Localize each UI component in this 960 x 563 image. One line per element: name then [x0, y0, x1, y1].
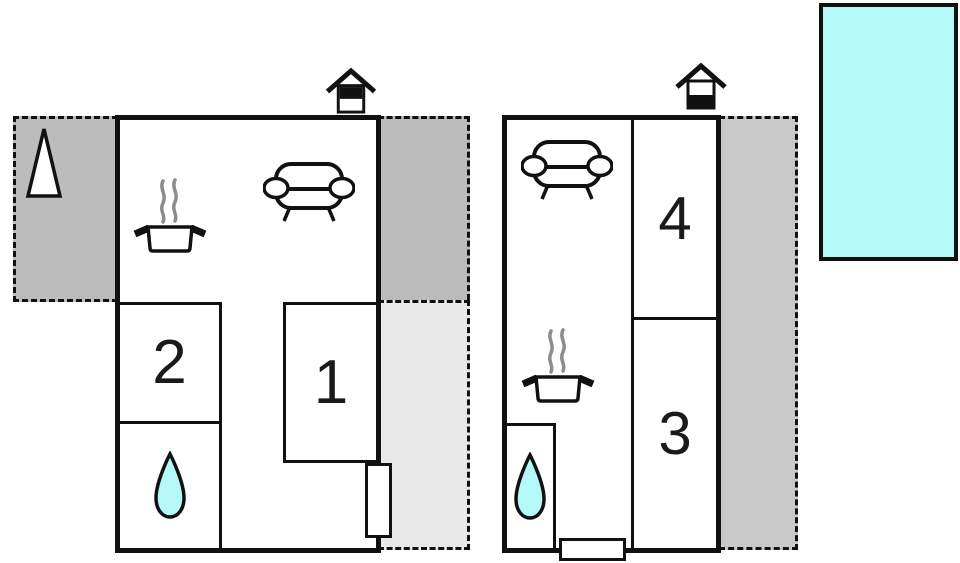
room-3: 3 [634, 320, 716, 548]
sofa-icon [521, 139, 613, 201]
water-drop-icon [511, 452, 549, 522]
patio-right-area [719, 116, 798, 550]
chimney-icon [675, 61, 727, 113]
door-left-building [365, 463, 392, 538]
door-right-building [559, 538, 626, 561]
cooking-pot-icon [521, 326, 595, 404]
room-1: 1 [283, 302, 376, 463]
cooking-pot-icon [133, 176, 207, 254]
bedroom-column: 4 3 [631, 120, 716, 548]
bathroom-right [507, 423, 556, 548]
room-2: 2 [120, 302, 222, 424]
room-4-label: 4 [658, 184, 692, 252]
terrace-area [13, 116, 118, 302]
chimney-icon [325, 67, 377, 116]
swimming-pool [819, 3, 958, 261]
tree-icon [25, 127, 63, 199]
sofa-icon [263, 161, 355, 223]
right-building: 4 3 [502, 115, 721, 553]
water-drop-icon [151, 451, 189, 521]
patio-upper-area [378, 116, 470, 300]
room-4: 4 [634, 120, 716, 320]
patio-lower-area [378, 300, 470, 550]
room-1-label: 1 [313, 347, 349, 417]
room-3-label: 3 [658, 400, 692, 467]
left-building: 2 1 [115, 115, 381, 553]
bathroom-left [120, 424, 222, 548]
room-2-label: 2 [152, 328, 187, 397]
